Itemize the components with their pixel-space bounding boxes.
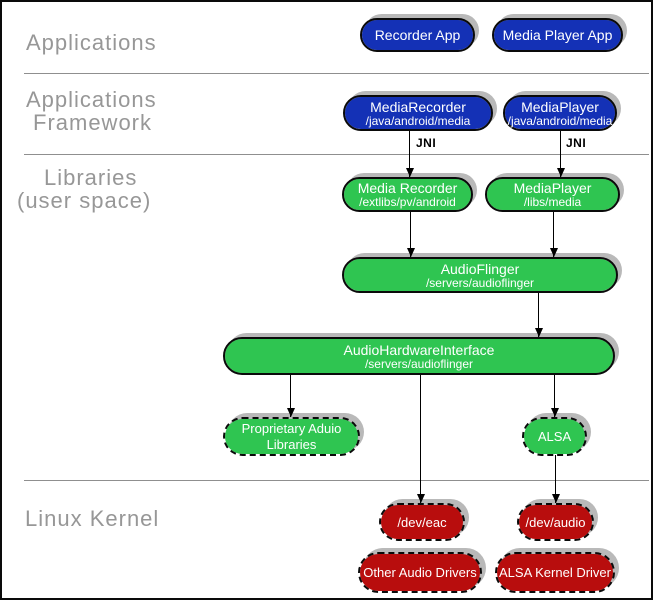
node-dev-eac: /dev/eac: [379, 499, 469, 541]
layer-label-text: Linux Kernel: [25, 506, 160, 531]
layer-label-text: Applications: [26, 87, 157, 112]
node-path: /servers/audioflinger: [425, 275, 535, 290]
node-path: /servers/audioflinger: [364, 356, 474, 371]
arrow-mediarecorder-jni: [405, 130, 414, 177]
layer-label-linux-kernel: Linux Kernel: [25, 507, 159, 530]
node-title: /dev/eac: [397, 514, 447, 530]
node-title: Other Audio Drivers: [363, 565, 477, 580]
layer-label-text: Applications: [26, 30, 157, 55]
layer-label-text: Framework: [33, 110, 153, 135]
layer-separator-kernel: [24, 480, 649, 481]
jni-label-right: JNI: [566, 136, 587, 150]
node-audio-hardware-interface: AudioHardwareInterface /servers/audiofli…: [223, 333, 619, 375]
node-alsa: ALSA: [522, 413, 591, 456]
node-title: Media Player App: [502, 27, 613, 43]
node-media-player-app: Media Player App: [492, 14, 627, 52]
node-title: MediaPlayer: [521, 98, 599, 115]
node-mediaplayer-library: MediaPlayer /libs/media: [485, 173, 624, 212]
node-dev-audio: /dev/audio: [517, 499, 598, 541]
arrow-ahi-to-dev-eac: [416, 375, 425, 503]
node-title: ALSA Kernel Driver: [499, 565, 611, 580]
arrow-ahi-to-alsa: [550, 375, 559, 417]
node-title: ALSA: [537, 429, 572, 444]
node-path: /java/android/media: [507, 113, 613, 128]
node-mediaplayer-framework: MediaPlayer /java/android/media: [503, 91, 621, 131]
arrow-ahi-to-proprietary-libs: [286, 375, 295, 417]
layer-label-libraries: Libraries (user space): [17, 166, 151, 212]
arrow-mediarecorder-to-audioflinger: [406, 212, 415, 257]
layer-label-text: (user space): [17, 188, 152, 213]
layer-label-applications: Applications: [26, 31, 157, 54]
node-title: MediaPlayer: [513, 180, 592, 196]
node-path: /extlibs/pv/android: [359, 195, 456, 209]
layer-label-applications-framework: Applications Framework: [26, 88, 157, 134]
node-path: /libs/media: [523, 195, 582, 209]
node-media-recorder-library: Media Recorder /extlibs/pv/android: [342, 173, 477, 212]
arrow-audioflinger-to-ahi: [534, 293, 543, 337]
arrow-mediaplayer-to-audioflinger: [549, 212, 558, 257]
node-title: MediaRecorder: [370, 98, 466, 115]
node-title: Proprietary Aduio Libraries: [241, 420, 342, 452]
node-proprietary-audio-libraries: Proprietary Aduio Libraries: [223, 413, 364, 456]
node-title: Recorder App: [374, 27, 461, 43]
node-other-audio-drivers: Other Audio Drivers: [358, 548, 486, 593]
node-path: /java/android/media: [365, 113, 471, 128]
node-audioflinger: AudioFlinger /servers/audioflinger: [342, 253, 622, 293]
node-title: AudioHardwareInterface: [343, 341, 495, 358]
node-mediarecorder-framework: MediaRecorder /java/android/media: [343, 91, 497, 131]
arrow-mediaplayer-jni: [556, 130, 565, 177]
node-title: Media Recorder: [357, 180, 458, 196]
layer-separator-framework: [24, 154, 649, 155]
layer-label-text: Libraries: [44, 165, 138, 190]
layer-separator-applications: [24, 73, 649, 74]
arrow-alsa-to-dev-audio: [551, 455, 560, 503]
jni-label-left: JNI: [416, 136, 437, 150]
node-recorder-app: Recorder App: [360, 14, 479, 52]
node-title: AudioFlinger: [440, 260, 520, 277]
node-alsa-kernel-driver: ALSA Kernel Driver: [495, 548, 619, 593]
node-title: /dev/audio: [525, 514, 586, 530]
